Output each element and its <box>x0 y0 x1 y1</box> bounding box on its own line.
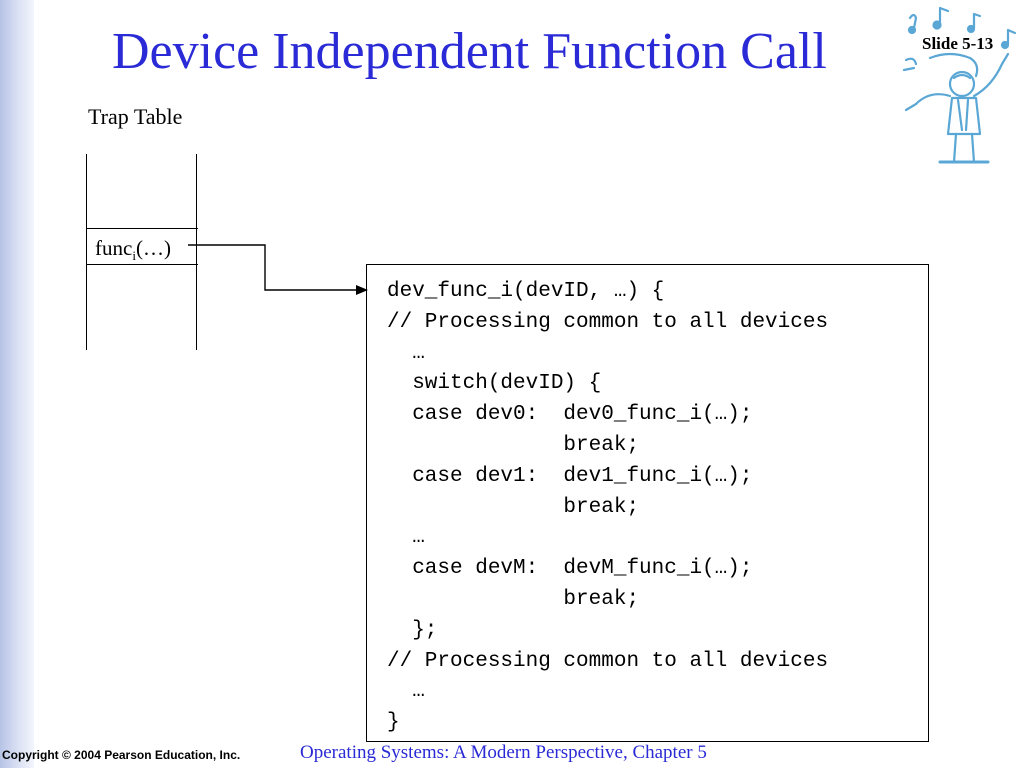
left-gradient-bar <box>0 0 34 768</box>
trap-table-entry: funci(…) <box>95 236 171 264</box>
code-line: … <box>387 341 425 365</box>
code-box: dev_func_i(devID, …) { // Processing comm… <box>366 264 929 742</box>
code-line: … <box>387 526 425 550</box>
code-line: dev_func_i(devID, …) { <box>387 280 665 303</box>
code-listing: dev_func_i(devID, …) { // Processing comm… <box>367 265 928 739</box>
code-line: … <box>387 680 425 704</box>
code-line: case dev0: dev0_func_i(…); <box>387 403 753 427</box>
trap-table-row-divider-bottom <box>86 264 198 266</box>
code-line: break; <box>387 433 640 457</box>
course-footer: Operating Systems: A Modern Perspective,… <box>300 742 707 763</box>
copyright-notice: Copyright © 2004 Pearson Education, Inc. <box>2 748 241 762</box>
entry-subscript: i <box>132 248 136 264</box>
entry-args: (…) <box>135 236 171 260</box>
code-line: case dev1: dev1_func_i(…); <box>387 464 753 488</box>
code-line: break; <box>387 587 640 611</box>
music-conductor-mascot-icon <box>902 6 1017 164</box>
code-line: case devM: devM_func_i(…); <box>387 557 753 581</box>
code-line: }; <box>387 618 438 642</box>
slide-title: Device Independent Function Call <box>112 23 827 80</box>
trap-table-title: Trap Table <box>88 104 183 129</box>
entry-name: func <box>95 236 133 260</box>
slide-number: Slide 5-13 <box>922 34 994 53</box>
code-line: switch(devID) { <box>387 372 602 396</box>
trap-table-left-border <box>86 154 88 350</box>
code-line: // Processing common to all devices <box>387 310 829 334</box>
code-line: // Processing common to all devices <box>387 649 829 673</box>
trap-table-row-divider-top <box>86 228 198 230</box>
code-line: break; <box>387 495 640 519</box>
code-line: } <box>387 711 400 735</box>
trap-table-right-border <box>196 154 198 350</box>
